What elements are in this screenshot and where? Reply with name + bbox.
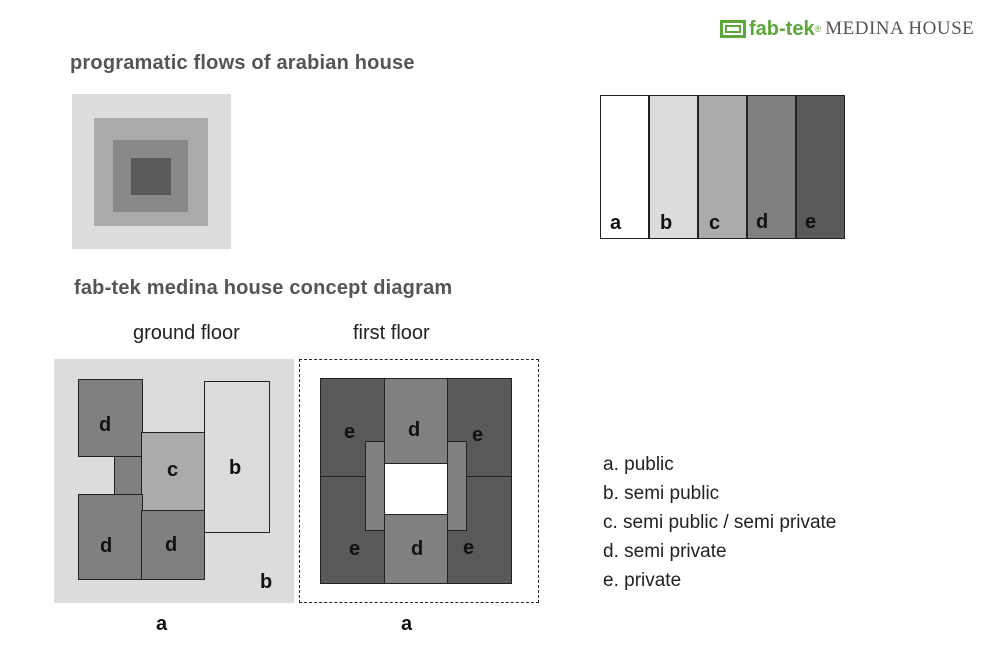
strip-d: d [747, 95, 796, 239]
strip-label-e: e [805, 211, 817, 233]
first-label-e-bottom-right: e [463, 537, 475, 559]
strip-label-b: b [660, 212, 673, 234]
strip-c: c [698, 95, 747, 239]
first-label-e-top-left: e [344, 421, 356, 443]
strip-label-d: d [756, 211, 769, 233]
concept-heading: fab-tek medina house concept diagram [74, 277, 453, 299]
logo-product-text: MEDINA HOUSE [825, 18, 975, 39]
ground-room-d-top [78, 379, 143, 457]
ground-label-d-bottom-left: d [100, 535, 113, 557]
ground-room-c [141, 432, 205, 512]
strip-a: a [600, 95, 649, 239]
strip-label-c: c [709, 212, 721, 234]
square-private-zone [131, 158, 171, 195]
first-label-d-top: d [408, 419, 421, 441]
first-label-a: a [401, 613, 413, 635]
strip-label-a: a [610, 212, 622, 234]
ground-label-b: b [229, 457, 242, 479]
legend-item-c: c. semi public / semi private [603, 512, 837, 533]
flows-heading: programatic flows of arabian house [70, 52, 415, 74]
ground-label-d-top: d [99, 414, 112, 436]
legend-item-d: d. semi private [603, 541, 727, 562]
first-gallery-left [365, 441, 385, 531]
strip-e: e [796, 95, 845, 239]
brand-logo: fab-tek ® MEDINA HOUSE [720, 18, 974, 40]
ground-floor-caption: ground floor [133, 322, 240, 344]
first-floor-caption: first floor [353, 322, 430, 344]
first-label-e-bottom-left: e [349, 538, 361, 560]
strip-b: b [649, 95, 698, 239]
ground-label-c: c [167, 459, 179, 481]
first-label-e-top-right: e [472, 424, 484, 446]
first-label-d-bottom: d [411, 538, 424, 560]
first-room-d-bottom [384, 514, 448, 584]
legend-item-e: e. private [603, 570, 682, 591]
logo-registered-mark: ® [814, 24, 822, 34]
first-site-boundary [299, 359, 539, 603]
ground-room-d-bottom-right [141, 510, 205, 580]
ground-label-d-bottom-right: d [165, 534, 178, 556]
first-courtyard-void [384, 463, 448, 515]
legend-item-b: b. semi public [603, 483, 720, 504]
first-room-d-top [384, 378, 448, 464]
ground-label-b-site: b [260, 571, 273, 593]
legend-item-a: a. public [603, 454, 674, 475]
ground-room-d-bottom-left [78, 494, 143, 580]
ground-label-a: a [156, 613, 168, 635]
ground-connector [114, 456, 144, 496]
logo-mark-icon [720, 20, 746, 38]
first-gallery-right [447, 441, 467, 531]
logo-brand-text: fab-tek [749, 17, 815, 40]
